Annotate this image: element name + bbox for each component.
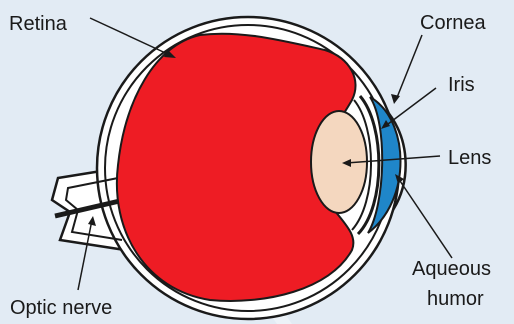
- cornea-label: Cornea: [420, 12, 486, 34]
- lens-label: Lens: [448, 147, 491, 169]
- aqueous-label-line2: humor: [427, 288, 484, 310]
- aqueous-label-line1: Aqueous: [412, 258, 491, 280]
- optic-nerve-label: Optic nerve: [10, 297, 112, 319]
- retina-label: Retina: [9, 13, 68, 35]
- iris-label: Iris: [448, 74, 475, 96]
